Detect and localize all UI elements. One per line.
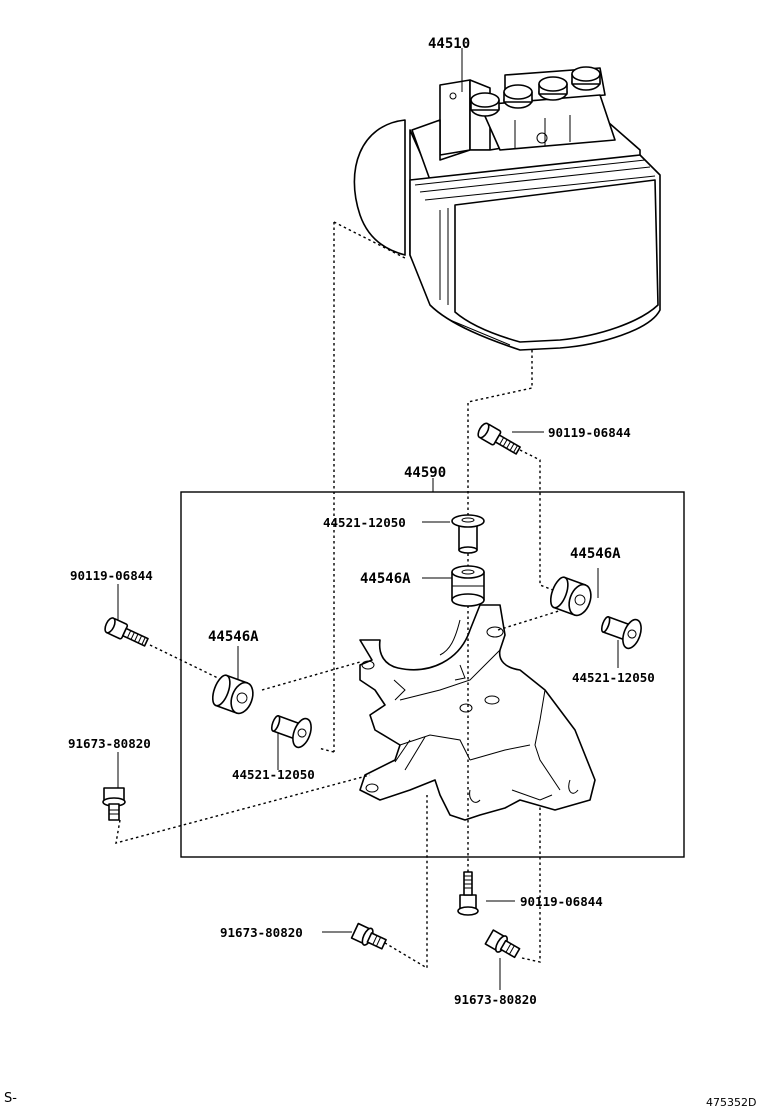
footer-left-code: S-: [4, 1091, 17, 1106]
bolt-top-right[interactable]: [476, 422, 522, 458]
abs-actuator[interactable]: [353, 66, 661, 351]
cushion-center[interactable]: [451, 565, 485, 607]
bolt-bottom-left[interactable]: [350, 922, 388, 953]
label-cushion-left: 44546A: [208, 629, 259, 645]
collar-left[interactable]: [268, 708, 315, 750]
cushion-left[interactable]: [209, 673, 257, 716]
label-bolt-lower-left: 91673-80820: [68, 736, 151, 751]
label-bolt-left: 90119-06844: [70, 568, 153, 583]
label-collar-left: 44521-12050: [232, 767, 315, 782]
bolt-bottom-right[interactable]: [484, 929, 522, 961]
collar-right[interactable]: [598, 609, 645, 651]
label-collar-right: 44521-12050: [572, 670, 655, 685]
bolt-bottom-center[interactable]: [457, 871, 479, 916]
label-bolt-bottom-center: 90119-06844: [520, 894, 603, 909]
label-cushion-right: 44546A: [570, 546, 621, 562]
footer-figure-id: 475352D: [706, 1096, 756, 1109]
label-collar-center: 44521-12050: [323, 515, 406, 530]
leader-lines: [115, 48, 619, 990]
label-bolt-bottom-right: 91673-80820: [454, 992, 537, 1007]
collar-center[interactable]: [451, 514, 485, 554]
label-cushion-center: 44546A: [360, 571, 411, 587]
bracket[interactable]: [359, 604, 596, 821]
bolt-lower-left[interactable]: [102, 787, 126, 821]
label-bolt-top-right: 90119-06844: [548, 425, 631, 440]
cushion-right[interactable]: [547, 575, 595, 618]
label-bolt-bottom-left: 91673-80820: [220, 925, 303, 940]
label-actuator: 44510: [428, 36, 470, 52]
label-bracket: 44590: [404, 465, 446, 481]
bolt-left[interactable]: [103, 616, 150, 649]
